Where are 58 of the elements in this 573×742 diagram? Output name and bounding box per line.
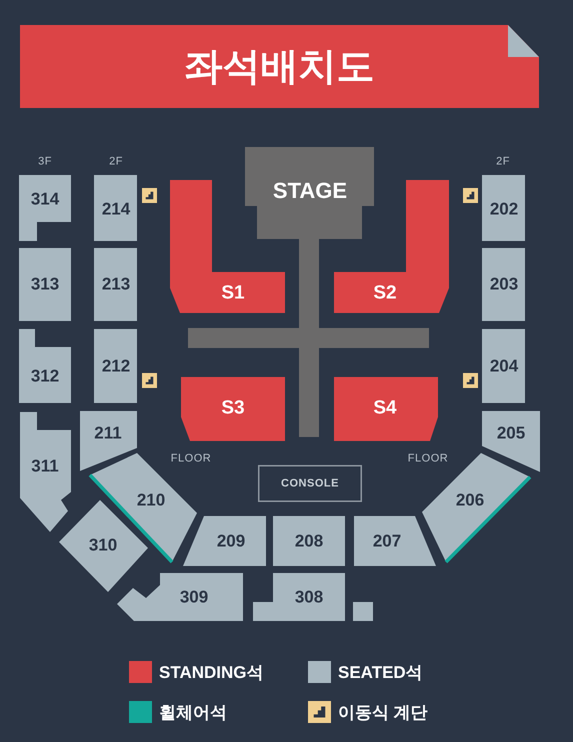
seating-section [253,573,345,621]
seating-section [482,175,525,241]
standing-section [334,377,438,441]
section-number: 205 [496,424,526,442]
seating-section [482,411,540,472]
section-label: S3 [221,398,245,418]
legend-label: 휠체어석 [159,704,227,720]
section-number: 314 [30,190,60,208]
stage [245,147,374,239]
section-number: 206 [456,492,484,508]
seating-section [183,516,266,566]
seating-section [353,602,373,621]
section-number: 214 [102,200,130,218]
console-booth [258,465,362,502]
title: 좌석배치도 [184,48,374,86]
section-number: 312 [30,368,60,384]
section-number: 202 [490,200,518,218]
section-number: 208 [294,532,324,550]
section-number: 213 [102,276,130,292]
section-number: 210 [136,492,166,508]
seating-section [80,411,137,471]
section-number: 310 [88,536,118,554]
section-label: S2 [373,284,397,302]
seating-section [20,412,71,532]
seating-section [94,175,137,241]
legend-label: 이동식 계단 [338,704,428,720]
floor-area-label: FLOOR [408,454,448,464]
console-label: CONSOLE [281,478,339,490]
section-label: S4 [373,398,397,418]
seating-section [482,248,525,321]
section-number: 212 [102,358,130,374]
floor-area-label: FLOOR [170,454,212,464]
section-number: 207 [372,532,402,550]
section-label: S1 [221,284,245,302]
seating-section [94,329,137,403]
section-number: 211 [94,424,122,442]
section-number: 309 [180,588,208,606]
section-number: 204 [490,358,518,374]
seating-section [19,175,71,241]
section-number: 209 [216,532,246,550]
seating-section [19,329,71,403]
section-number: 203 [490,276,518,292]
legend-label: SEATED석 [338,664,423,680]
stage-label: STAGE [272,180,348,202]
seating-section [482,329,525,403]
legend-label: STANDING석 [159,664,264,680]
seating-section [117,573,243,621]
floor-level-label: 3F [38,156,52,168]
standing-section [181,377,285,441]
section-number: 313 [30,276,60,292]
seating-section [354,516,436,566]
section-number: 308 [294,588,324,606]
seating-section [19,248,71,321]
seating-section [273,516,345,566]
floor-level-label: 2F [109,156,123,168]
section-number: 311 [31,458,59,474]
floor-level-label: 2F [496,156,510,168]
seating-section [94,248,137,321]
